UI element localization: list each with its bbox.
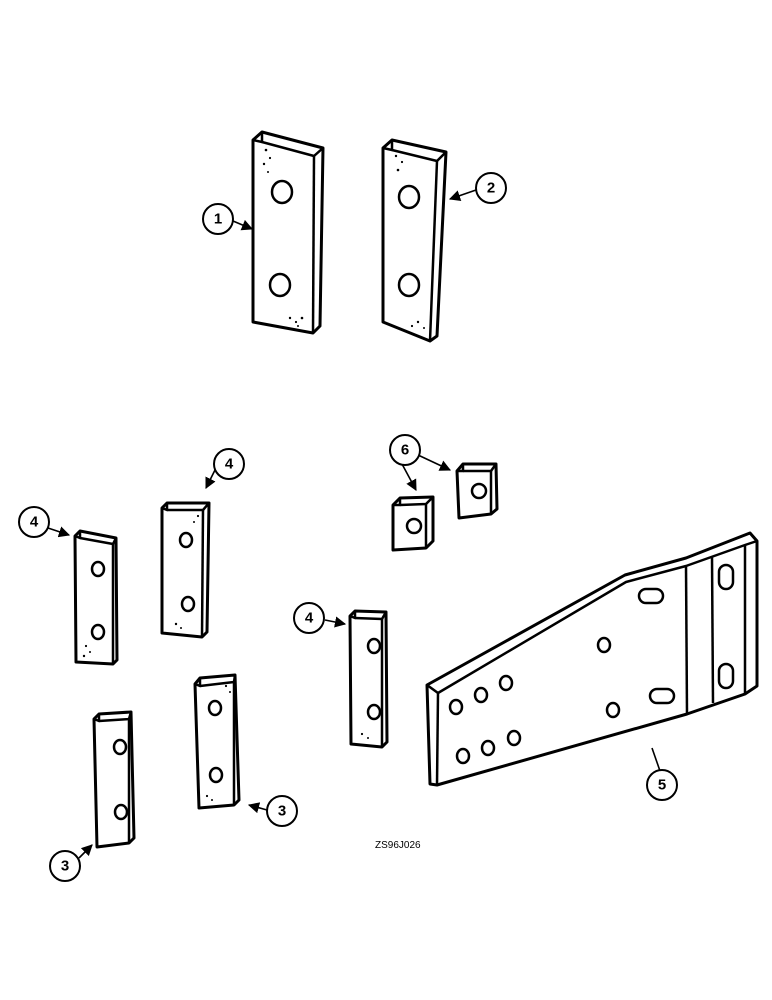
part-4-shim-middle: [160, 501, 211, 639]
leader-3a: [78, 844, 93, 859]
svg-text:5: 5: [658, 777, 666, 794]
drawing-code: ZS96J026: [375, 840, 421, 851]
leader-2: [448, 189, 477, 201]
svg-text:4: 4: [225, 456, 234, 473]
leader-6b: [417, 454, 452, 471]
svg-text:4: 4: [30, 514, 39, 531]
callout-4-right: 4: [293, 602, 325, 634]
callout-leaders: [47, 189, 661, 859]
part-5-mounting-plate: [425, 531, 759, 787]
callout-4-left: 4: [18, 506, 50, 538]
callout-3-right: 3: [266, 795, 298, 827]
leader-4c: [324, 616, 347, 628]
part-6-block-left: [391, 495, 435, 552]
part-2-plate: [381, 138, 448, 343]
callout-6: 6: [389, 434, 421, 466]
part-4-shim-left: [73, 529, 119, 666]
part-1-plate: [251, 130, 325, 335]
svg-text:6: 6: [401, 442, 409, 459]
svg-text:1: 1: [214, 211, 222, 228]
part-3-shim-right: [193, 673, 241, 810]
svg-text:3: 3: [61, 858, 69, 875]
callout-1: 1: [202, 203, 234, 235]
callout-5: 5: [646, 769, 678, 801]
part-3-shim-left: [92, 710, 136, 849]
leader-4a: [47, 526, 71, 538]
callout-3-left: 3: [49, 850, 81, 882]
svg-text:2: 2: [487, 180, 495, 197]
svg-text:4: 4: [305, 610, 314, 627]
callout-4-middle: 4: [213, 448, 245, 480]
svg-text:3: 3: [278, 803, 286, 820]
leader-6a: [401, 463, 417, 491]
leader-3b: [247, 802, 268, 814]
leader-1: [232, 219, 254, 231]
leader-4b: [205, 469, 216, 490]
callout-2: 2: [475, 172, 507, 204]
part-6-block-right: [455, 462, 499, 520]
leader-5: [651, 747, 661, 772]
part-4-shim-right: [348, 609, 389, 749]
